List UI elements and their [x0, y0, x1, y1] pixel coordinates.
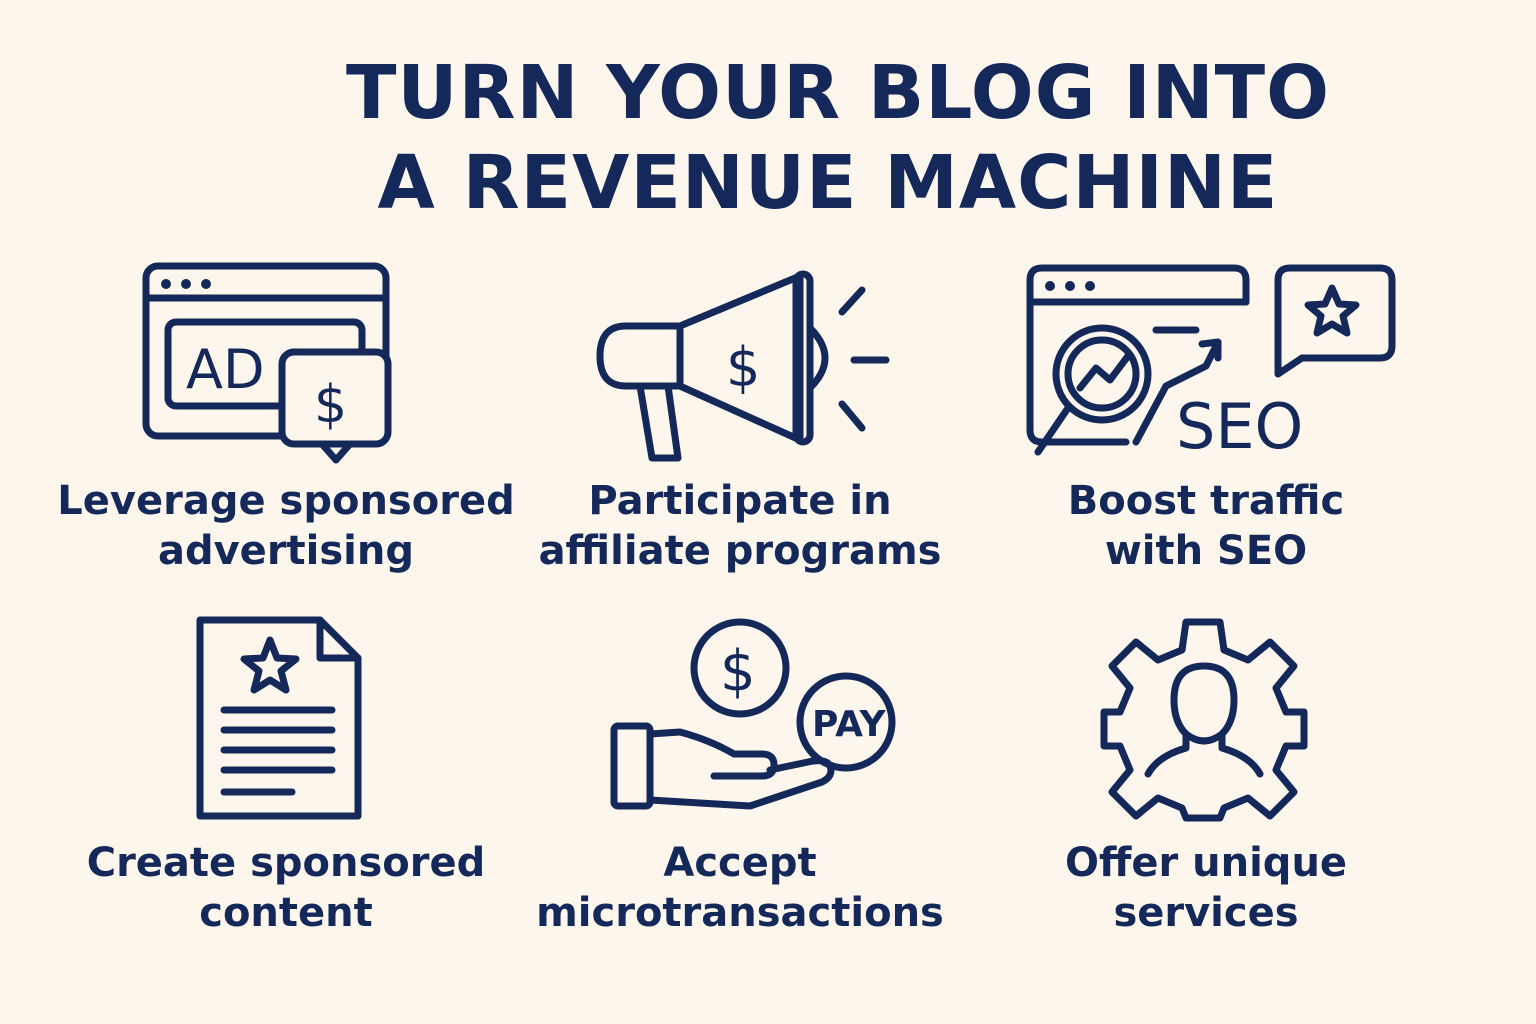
feature-label: Offer unique services — [966, 838, 1446, 938]
feature-label-line-2: affiliate programs — [538, 528, 942, 574]
dollar-sign: $ — [726, 336, 760, 399]
feature-label-line-1: Boost traffic — [1067, 478, 1345, 524]
dollar-sign: $ — [314, 375, 347, 435]
hand-coin-pay-icon: $ PAY — [610, 614, 910, 828]
page-title: TURN YOUR BLOG INTO A REVENUE MACHINE — [0, 48, 1536, 228]
feature-label-line-2: microtransactions — [536, 890, 944, 936]
gear-person-icon — [1100, 614, 1310, 828]
seo-search-icon: SEO — [1026, 262, 1406, 476]
pay-text: PAY — [812, 704, 886, 745]
feature-label: Leverage sponsored advertising — [46, 476, 526, 576]
seo-text: SEO — [1176, 390, 1303, 463]
ad-browser-icon: AD $ — [142, 262, 402, 476]
feature-label-line-2: services — [1113, 890, 1299, 936]
feature-label: Create sponsored content — [46, 838, 526, 938]
document-star-icon — [196, 614, 366, 828]
feature-label: Participate in affiliate programs — [500, 476, 980, 576]
title-line-2: A REVENUE MACHINE — [377, 140, 1279, 226]
megaphone-icon: $ — [596, 262, 896, 476]
ad-text: AD — [186, 338, 265, 401]
feature-label: Accept microtransactions — [500, 838, 980, 938]
feature-label-line-1: Participate in — [588, 478, 892, 524]
feature-label-line-1: Create sponsored — [86, 840, 486, 886]
feature-label-line-1: Leverage sponsored — [57, 478, 515, 524]
title-line-1: TURN YOUR BLOG INTO — [345, 50, 1331, 136]
feature-label-line-2: content — [199, 890, 373, 936]
feature-label-line-2: advertising — [157, 528, 414, 574]
feature-label: Boost traffic with SEO — [966, 476, 1446, 576]
feature-label-line-1: Accept — [663, 840, 817, 886]
feature-label-line-1: Offer unique — [1064, 840, 1348, 886]
feature-label-line-2: with SEO — [1104, 528, 1308, 574]
dollar-sign: $ — [720, 639, 756, 704]
